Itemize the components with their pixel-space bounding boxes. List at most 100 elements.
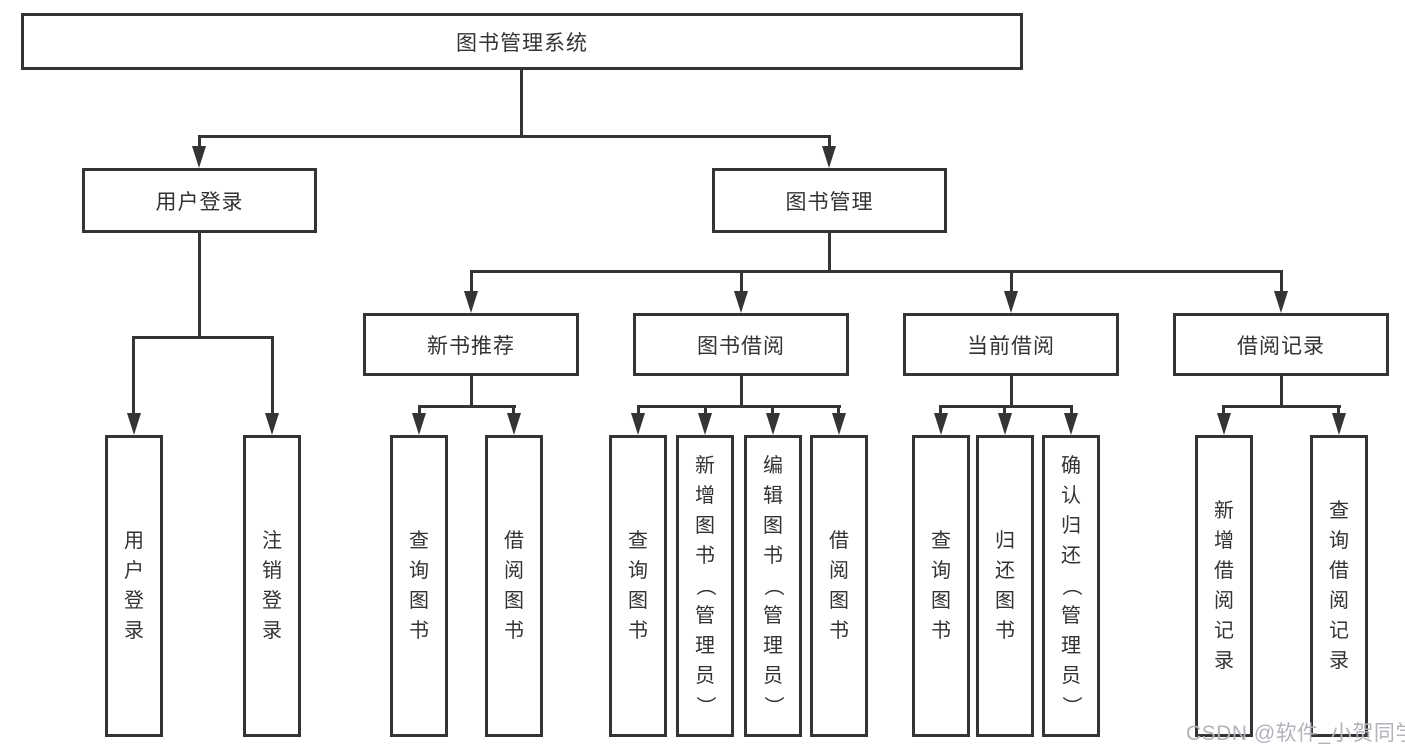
connector-arrow-shaft: [1003, 405, 1006, 415]
connector-bus-current-borrowing: [939, 405, 1073, 408]
connector-arrow-shaft: [198, 135, 201, 148]
vertical-char: 图: [995, 590, 1015, 612]
vertical-char: 查: [409, 530, 429, 552]
vertical-char: 图: [763, 515, 783, 537]
vertical-char: 书: [931, 620, 951, 642]
connector-arrow-shaft: [740, 270, 743, 293]
vertical-char: 查: [1329, 500, 1349, 522]
arrow-down-icon: [265, 413, 279, 435]
connector-arrow-shaft: [939, 405, 942, 415]
node-label: 借阅记录: [1237, 334, 1325, 358]
connector-arrow-shaft: [771, 405, 774, 415]
leaf-add-books-admin: 新增图书（管理员）: [676, 435, 734, 737]
arrow-down-icon: [127, 413, 141, 435]
connector-bus-book-management: [470, 270, 1282, 273]
node-label: 新书推荐: [427, 334, 515, 358]
vertical-char: 员: [1061, 665, 1081, 687]
node-new-book-recommendation: 新书推荐: [363, 313, 579, 376]
connector-bus-new-book: [418, 405, 516, 408]
vertical-char: 归: [995, 530, 1015, 552]
node-library-management-system: 图书管理系统: [21, 13, 1023, 70]
vertical-char: 录: [124, 620, 144, 642]
connector-arrow-shaft: [271, 336, 274, 415]
connector-arrow-shaft: [418, 405, 421, 415]
connector-arrow-shaft: [1337, 405, 1340, 415]
vertical-char: 户: [124, 560, 144, 582]
leaf-user-login: 用户登录: [105, 435, 163, 737]
vertical-char: 借: [504, 530, 524, 552]
connector-arrow-shaft: [1010, 270, 1013, 293]
arrow-down-icon: [934, 413, 948, 435]
connector-arrow-shaft: [637, 405, 640, 415]
arrow-down-icon: [1064, 413, 1078, 435]
vertical-char: 录: [1329, 650, 1349, 672]
vertical-char: 图: [409, 590, 429, 612]
leaf-logout: 注销登录: [243, 435, 301, 737]
vertical-char: 图: [931, 590, 951, 612]
connector-bus-book-borrowing: [637, 405, 841, 408]
vertical-char: 阅: [1329, 590, 1349, 612]
connector-arrow-shaft: [1070, 405, 1073, 415]
vertical-char: 图: [829, 590, 849, 612]
vertical-char: 书: [628, 620, 648, 642]
vertical-char: 管: [695, 605, 715, 627]
vertical-char: 登: [262, 590, 282, 612]
vertical-char: 还: [995, 560, 1015, 582]
node-label: 当前借阅: [967, 334, 1055, 358]
connector-arrow-shaft: [132, 336, 135, 415]
arrow-down-icon: [464, 291, 478, 313]
vertical-char: 记: [1329, 620, 1349, 642]
vertical-char: 书: [763, 545, 783, 567]
leaf-borrow-books-recommend: 借阅图书: [485, 435, 543, 737]
vertical-char: 注: [262, 530, 282, 552]
vertical-char: 查: [931, 530, 951, 552]
arrow-down-icon: [1332, 413, 1346, 435]
vertical-char: 认: [1061, 485, 1081, 507]
node-label: 图书借阅: [697, 334, 785, 358]
vertical-char: 借: [829, 530, 849, 552]
vertical-char: 销: [262, 560, 282, 582]
arrow-down-icon: [192, 146, 206, 168]
vertical-char: 增: [695, 485, 715, 507]
vertical-char: 书: [695, 545, 715, 567]
leaf-query-books-borrowing: 查询图书: [609, 435, 667, 737]
vertical-char: （: [694, 576, 716, 596]
arrow-down-icon: [1274, 291, 1288, 313]
vertical-char: 理: [1061, 635, 1081, 657]
vertical-char: （: [762, 576, 784, 596]
arrow-down-icon: [1004, 291, 1018, 313]
vertical-char: 记: [1214, 620, 1234, 642]
vertical-char: 员: [695, 665, 715, 687]
connector-bus-user-login: [133, 336, 274, 339]
vertical-char: 归: [1061, 515, 1081, 537]
vertical-char: 询: [628, 560, 648, 582]
vertical-char: 编: [763, 455, 783, 477]
connector-arrow-shaft: [512, 405, 515, 415]
vertical-char: 登: [124, 590, 144, 612]
connector-arrow-shaft: [828, 135, 831, 148]
watermark: CSDN @软件_小贺同学: [1186, 722, 1405, 745]
node-book-management: 图书管理: [712, 168, 947, 233]
connector-stem-borrowing-records: [1280, 376, 1283, 405]
connector-arrow-shaft: [1280, 270, 1283, 293]
arrow-down-icon: [507, 413, 521, 435]
vertical-char: 书: [504, 620, 524, 642]
connector-bus-level2: [198, 135, 831, 138]
vertical-char: 阅: [1214, 590, 1234, 612]
leaf-query-books-current: 查询图书: [912, 435, 970, 737]
vertical-char: 员: [763, 665, 783, 687]
node-current-borrowing: 当前借阅: [903, 313, 1119, 376]
vertical-char: 管: [1061, 605, 1081, 627]
leaf-query-books-recommend: 查询图书: [390, 435, 448, 737]
vertical-char: 借: [1329, 560, 1349, 582]
arrow-down-icon: [698, 413, 712, 435]
leaf-edit-books-admin: 编辑图书（管理员）: [744, 435, 802, 737]
connector-stem-root: [520, 70, 523, 135]
node-label: 图书管理系统: [456, 31, 588, 55]
connector-arrow-shaft: [1222, 405, 1225, 415]
vertical-char: 录: [1214, 650, 1234, 672]
vertical-char: 询: [409, 560, 429, 582]
connector-arrow-shaft: [470, 270, 473, 293]
vertical-char: 还: [1061, 545, 1081, 567]
